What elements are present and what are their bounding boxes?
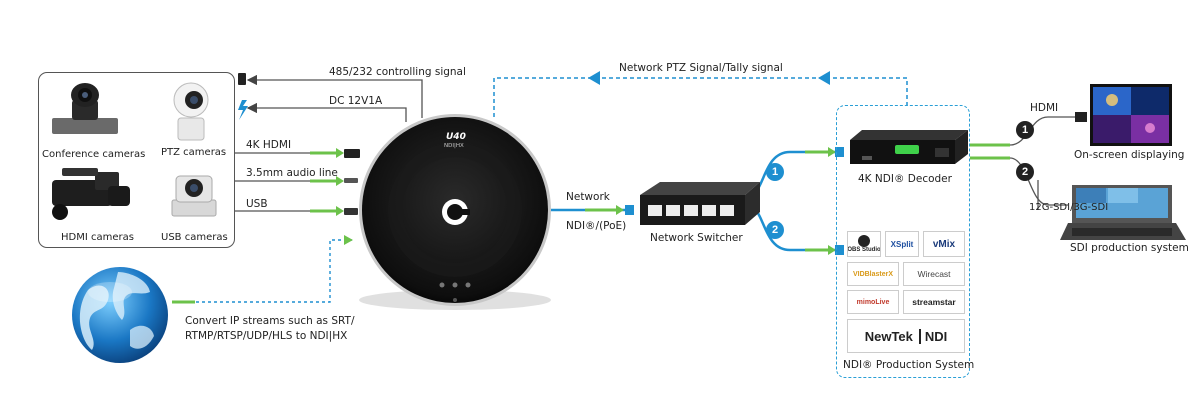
switcher-to-decoder	[747, 150, 838, 198]
ndi-production-group	[836, 105, 970, 378]
ptz-camera-icon	[173, 82, 209, 141]
power-line	[246, 102, 407, 122]
control-signal-line	[246, 74, 423, 118]
newtek-ndi-logo: NewTek NDI	[847, 319, 965, 353]
ndi-wordmark: NDI	[918, 328, 947, 344]
stream-note-line2: RTMP/RTSP/UDP/HLS to NDI|HX	[185, 330, 348, 342]
vidblaster-logo: VIDBlasterX	[847, 262, 899, 286]
badge-switch-1: 1	[766, 163, 784, 181]
conference-camera-label: Conference cameras	[42, 149, 146, 160]
ndi-system-label: NDI® Production System	[843, 359, 975, 371]
camera-group	[38, 72, 235, 248]
usb-camera-icon	[171, 175, 217, 217]
streamstar-logo: streamstar	[903, 290, 965, 314]
usb-camera-label: USB cameras	[161, 232, 228, 243]
badge-out-2: 2	[1016, 163, 1034, 181]
sdi-system-label: SDI production system	[1070, 242, 1189, 254]
ptz-camera-label: PTZ cameras	[161, 147, 227, 158]
encoder-device	[359, 114, 551, 310]
sdi-label: 12G-SDI/3G-SDI	[1029, 202, 1109, 213]
stream-note-line1: Convert IP streams such as SRT/	[185, 315, 355, 327]
ptz-tally-label: Network PTZ Signal/Tally signal	[619, 62, 783, 74]
display-label: On-screen displaying	[1074, 149, 1185, 161]
power-label: DC 12V1A	[329, 95, 383, 107]
badge-switch-2: 2	[766, 221, 784, 239]
sdi-production-icon	[1060, 185, 1186, 240]
hdmi-camera-label: HDMI cameras	[61, 232, 134, 243]
hdmi-camera-icon	[52, 168, 130, 220]
control-signal-label: 485/232 controlling signal	[329, 66, 466, 78]
wirecast-logo: Wirecast	[903, 262, 965, 286]
device-model-tag: NDI|HX	[444, 143, 464, 149]
newtek-wordmark: NewTek	[864, 328, 913, 344]
device-brand-mark: U40	[446, 132, 466, 142]
network-switcher-icon	[640, 182, 760, 225]
obs-logo: OBS Studio	[847, 231, 881, 257]
decoder-icon	[850, 130, 968, 164]
ptz-tally-line	[493, 77, 908, 118]
poe-label: NDI®/(PoE)	[566, 220, 627, 232]
audio-label: 3.5mm audio line	[246, 167, 338, 179]
display-icon	[1090, 84, 1172, 146]
stream-line	[172, 239, 352, 303]
badge-out-1: 1	[1016, 121, 1034, 139]
vmix-logo: vMix	[923, 231, 965, 257]
network-label: Network	[566, 191, 610, 203]
switcher-to-ndi	[747, 204, 838, 252]
power-icon	[238, 100, 248, 120]
xsplit-logo: XSplit	[885, 231, 919, 257]
hdmi-out-label: HDMI	[1030, 102, 1059, 114]
conference-camera-icon	[52, 83, 118, 134]
decoder-label: 4K NDI® Decoder	[858, 173, 952, 185]
globe-icon	[72, 267, 168, 363]
hdmi-label: 4K HDMI	[246, 139, 292, 151]
control-port-icon	[238, 73, 246, 85]
usb-label: USB	[246, 198, 268, 210]
switcher-label: Network Switcher	[650, 232, 743, 244]
mimolive-logo: mimoLive	[847, 290, 899, 314]
obs-icon	[858, 235, 870, 247]
